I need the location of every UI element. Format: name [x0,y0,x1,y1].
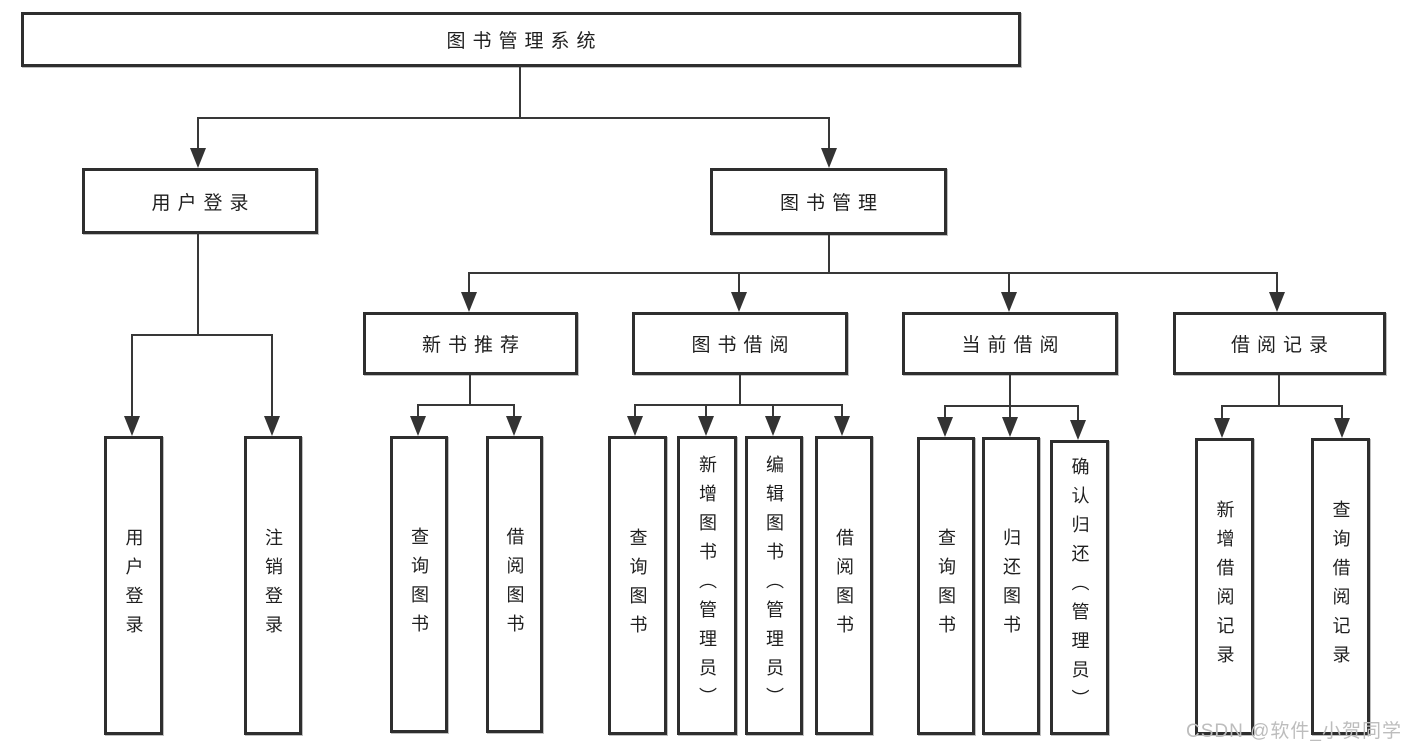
arrowhead-down-icon [1070,420,1086,440]
leaf-bb-add-books-admin: 新增图书（管理员） [677,436,737,735]
leaf-br-query-record: 查询借阅记录 [1311,438,1370,735]
arrowhead-down-icon [506,416,522,436]
connector-drop-bb-add [705,404,707,418]
connector-drop-logout-leaf [271,334,273,420]
connector-drop-cb-confirm [1077,405,1079,421]
connector-book-borrow-stem [739,375,741,405]
leaf-cb-confirm-return-admin: 确认归还（管理员） [1050,440,1109,735]
connector-new-book-stem [469,375,471,405]
connector-drop-br-query [1341,405,1343,420]
connector-drop-br-add [1221,405,1223,420]
leaf-bb-edit-books-admin: 编辑图书（管理员） [745,436,803,735]
arrowhead-down-icon [1269,292,1285,312]
connector-current-borrow-rail [944,405,1079,407]
connector-drop-current-borrow [1008,272,1010,296]
connector-drop-book-mgmt [828,117,830,151]
arrowhead-down-icon [264,416,280,436]
connector-root-stem [519,66,521,118]
arrowhead-down-icon [410,416,426,436]
arrowhead-down-icon [698,416,714,436]
connector-drop-cb-query [944,405,946,419]
connector-drop-rec-borrow [513,404,515,418]
connector-drop-rec-query [417,404,419,418]
node-book-borrowing: 图书借阅 [632,312,848,375]
arrowhead-down-icon [190,148,206,168]
leaf-rec-borrow-books: 借阅图书 [486,436,543,733]
leaf-user-login: 用户登录 [104,436,163,735]
connector-drop-borrow-records [1276,272,1278,296]
leaf-cb-return-books: 归还图书 [982,437,1040,735]
leaf-cb-query-books: 查询图书 [917,437,975,735]
leaf-br-add-record: 新增借阅记录 [1195,438,1254,735]
connector-drop-cb-return [1009,405,1011,419]
arrowhead-down-icon [124,416,140,436]
arrowhead-down-icon [1001,292,1017,312]
connector-drop-bb-borrow [841,404,843,418]
connector-new-book-rail [417,404,515,406]
connector-borrow-records-rail [1221,405,1343,407]
connector-drop-bb-query [634,404,636,418]
connector-current-borrow-stem [1009,375,1011,406]
connector-drop-bb-edit [772,404,774,418]
node-user-login: 用户登录 [82,168,318,234]
arrowhead-down-icon [821,148,837,168]
connector-borrow-records-stem [1278,375,1280,406]
arrowhead-down-icon [1214,418,1230,438]
leaf-bb-query-books: 查询图书 [608,436,667,735]
arrowhead-down-icon [731,292,747,312]
leaf-logout: 注销登录 [244,436,302,735]
connector-book-mgmt-stem [828,235,830,274]
leaf-rec-query-books: 查询图书 [390,436,448,733]
connector-user-login-stem [197,233,199,336]
connector-root-rail [197,117,830,119]
csdn-watermark: CSDN @软件_小贺同学 [1186,721,1402,742]
arrowhead-down-icon [1334,418,1350,438]
leaf-bb-borrow-books: 借阅图书 [815,436,873,735]
arrowhead-down-icon [627,416,643,436]
arrowhead-down-icon [1002,417,1018,437]
arrowhead-down-icon [834,416,850,436]
connector-book-borrow-rail [634,404,843,406]
node-borrowing-records: 借阅记录 [1173,312,1386,375]
connector-drop-book-borrow [738,272,740,296]
connector-drop-new-book-rec [468,272,470,296]
arrowhead-down-icon [937,417,953,437]
connector-book-mgmt-rail [468,272,1278,274]
connector-drop-user-login [197,117,199,151]
node-root-library-system: 图书管理系统 [21,12,1021,67]
arrowhead-down-icon [461,292,477,312]
node-book-management: 图书管理 [710,168,947,235]
arrowhead-down-icon [765,416,781,436]
node-current-borrowing: 当前借阅 [902,312,1118,375]
connector-user-login-rail [131,334,273,336]
connector-drop-login-leaf [131,334,133,420]
node-new-book-recommend: 新书推荐 [363,312,578,375]
